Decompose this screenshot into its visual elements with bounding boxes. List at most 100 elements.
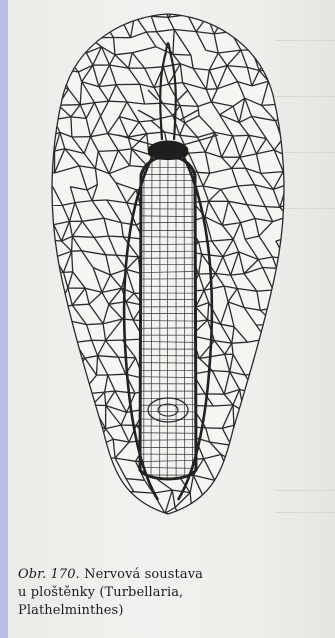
nerve-net-strand: [297, 440, 313, 442]
nerve-net-strand: [297, 442, 310, 458]
nerve-net-strand: [262, 391, 273, 412]
nerve-net-strand: [199, 274, 216, 275]
nerve-net-strand: [188, 15, 208, 17]
nerve-net-strand: [37, 184, 54, 188]
nerve-net-strand: [315, 206, 327, 219]
nerve-net-strand: [302, 254, 310, 270]
nerve-net-strand: [21, 370, 46, 375]
nerve-net-strand: [293, 254, 302, 273]
nerve-net-strand: [29, 292, 35, 310]
nerve-net-strand: [290, 15, 306, 16]
nerve-net-strand: [308, 290, 316, 305]
nerve-net-strand: [47, 32, 48, 52]
nerve-net-strand: [278, 404, 300, 407]
nerve-net-strand: [25, 237, 38, 238]
nerve-net-strand: [326, 478, 327, 492]
nerve-net-strand: [297, 421, 306, 442]
nerve-net-strand: [48, 460, 65, 462]
nerve-net-strand: [316, 304, 320, 322]
nerve-net-strand: [61, 411, 67, 427]
nerve-net-strand: [103, 14, 119, 21]
nerve-net-strand: [272, 455, 284, 478]
nerve-net-strand: [119, 491, 131, 514]
nerve-net-strand: [285, 155, 297, 173]
nerve-net-strand: [12, 353, 21, 375]
nerve-net-strand: [65, 442, 79, 459]
nerve-net-strand: [321, 16, 327, 38]
nerve-net-strand: [18, 184, 36, 185]
nerve-net-strand: [58, 2, 72, 13]
nerve-net-strand: [9, 185, 19, 201]
nerve-net-strand: [319, 322, 335, 324]
nerve-net-strand: [23, 106, 34, 119]
nerve-net-strand: [274, 391, 278, 404]
nerve-net-strand: [72, 236, 73, 251]
nerve-net-strand: [63, 372, 72, 387]
nerve-net-strand: [58, 0, 79, 2]
nerve-net-strand: [233, 135, 249, 136]
nerve-net-strand: [318, 64, 327, 81]
nerve-net-strand: [84, 421, 97, 447]
nerve-net-strand: [13, 151, 38, 156]
nerve-net-strand: [283, 72, 287, 87]
nerve-net-strand: [317, 173, 327, 188]
nerve-net-strand: [12, 121, 18, 136]
nerve-net-strand: [31, 49, 48, 52]
nerve-net-strand: [326, 377, 333, 393]
nerve-net-strand: [231, 445, 237, 462]
nerve-net-strand: [262, 34, 277, 38]
nerve-net-strand: [246, 506, 259, 509]
nerve-net-strand: [294, 0, 306, 16]
nerve-net-strand: [295, 370, 318, 376]
nerve-net-strand: [254, 427, 269, 429]
nerve-net-strand: [63, 529, 89, 531]
nerve-net-strand: [326, 393, 332, 410]
nerve-net-strand: [44, 508, 58, 513]
nerve-net-strand: [323, 140, 328, 152]
nerve-net-strand: [262, 412, 268, 427]
nerve-net-strand: [22, 166, 38, 171]
nerve-net-strand: [72, 405, 93, 410]
nerve-net-strand: [11, 340, 12, 353]
nerve-net-strand: [197, 172, 209, 173]
nerve-net-strand: [165, 525, 184, 528]
nerve-net-strand: [83, 16, 103, 21]
nerve-net-strand: [306, 388, 313, 412]
nerve-net-strand: [65, 460, 75, 474]
nerve-net-strand: [259, 506, 281, 510]
nerve-net-strand: [84, 405, 92, 421]
nerve-net-strand: [294, 290, 308, 306]
nerve-net-strand: [307, 489, 326, 492]
nerve-net-strand: [313, 0, 321, 16]
nerve-net-strand: [287, 70, 301, 87]
nerve-net-strand: [95, 0, 113, 1]
nerve-net-strand: [302, 524, 318, 525]
nerve-net-strand: [78, 0, 94, 1]
nerve-net-strand: [12, 479, 23, 489]
nerve-net-strand: [307, 115, 326, 120]
nerve-net-strand: [301, 474, 317, 479]
nerve-net-strand: [321, 456, 327, 477]
nerve-net-strand: [103, 489, 119, 491]
nerve-net-strand: [324, 254, 330, 273]
nerve-net-strand: [182, 0, 192, 3]
nerve-net-strand: [216, 1, 231, 2]
nerve-net-strand: [29, 425, 38, 441]
nerve-net-strand: [285, 236, 293, 259]
nerve-net-strand: [318, 524, 335, 530]
nerve-net-strand: [45, 271, 48, 288]
nerve-net-strand: [103, 0, 113, 21]
nerve-net-strand: [270, 529, 288, 530]
nerve-net-strand: [58, 308, 64, 320]
nerve-net-strand: [30, 82, 45, 105]
nerve-net-strand: [102, 457, 116, 458]
nerve-net-strand: [271, 490, 281, 505]
nerve-net-strand: [90, 21, 103, 38]
nerve-net-strand: [151, 0, 162, 16]
nerve-net-strand: [278, 404, 287, 425]
nerve-net-strand: [296, 336, 301, 360]
nerve-net-strand: [61, 320, 64, 344]
nerve-net-strand: [268, 425, 286, 427]
nerve-net-strand: [325, 49, 335, 50]
nerve-net-strand: [12, 321, 20, 339]
